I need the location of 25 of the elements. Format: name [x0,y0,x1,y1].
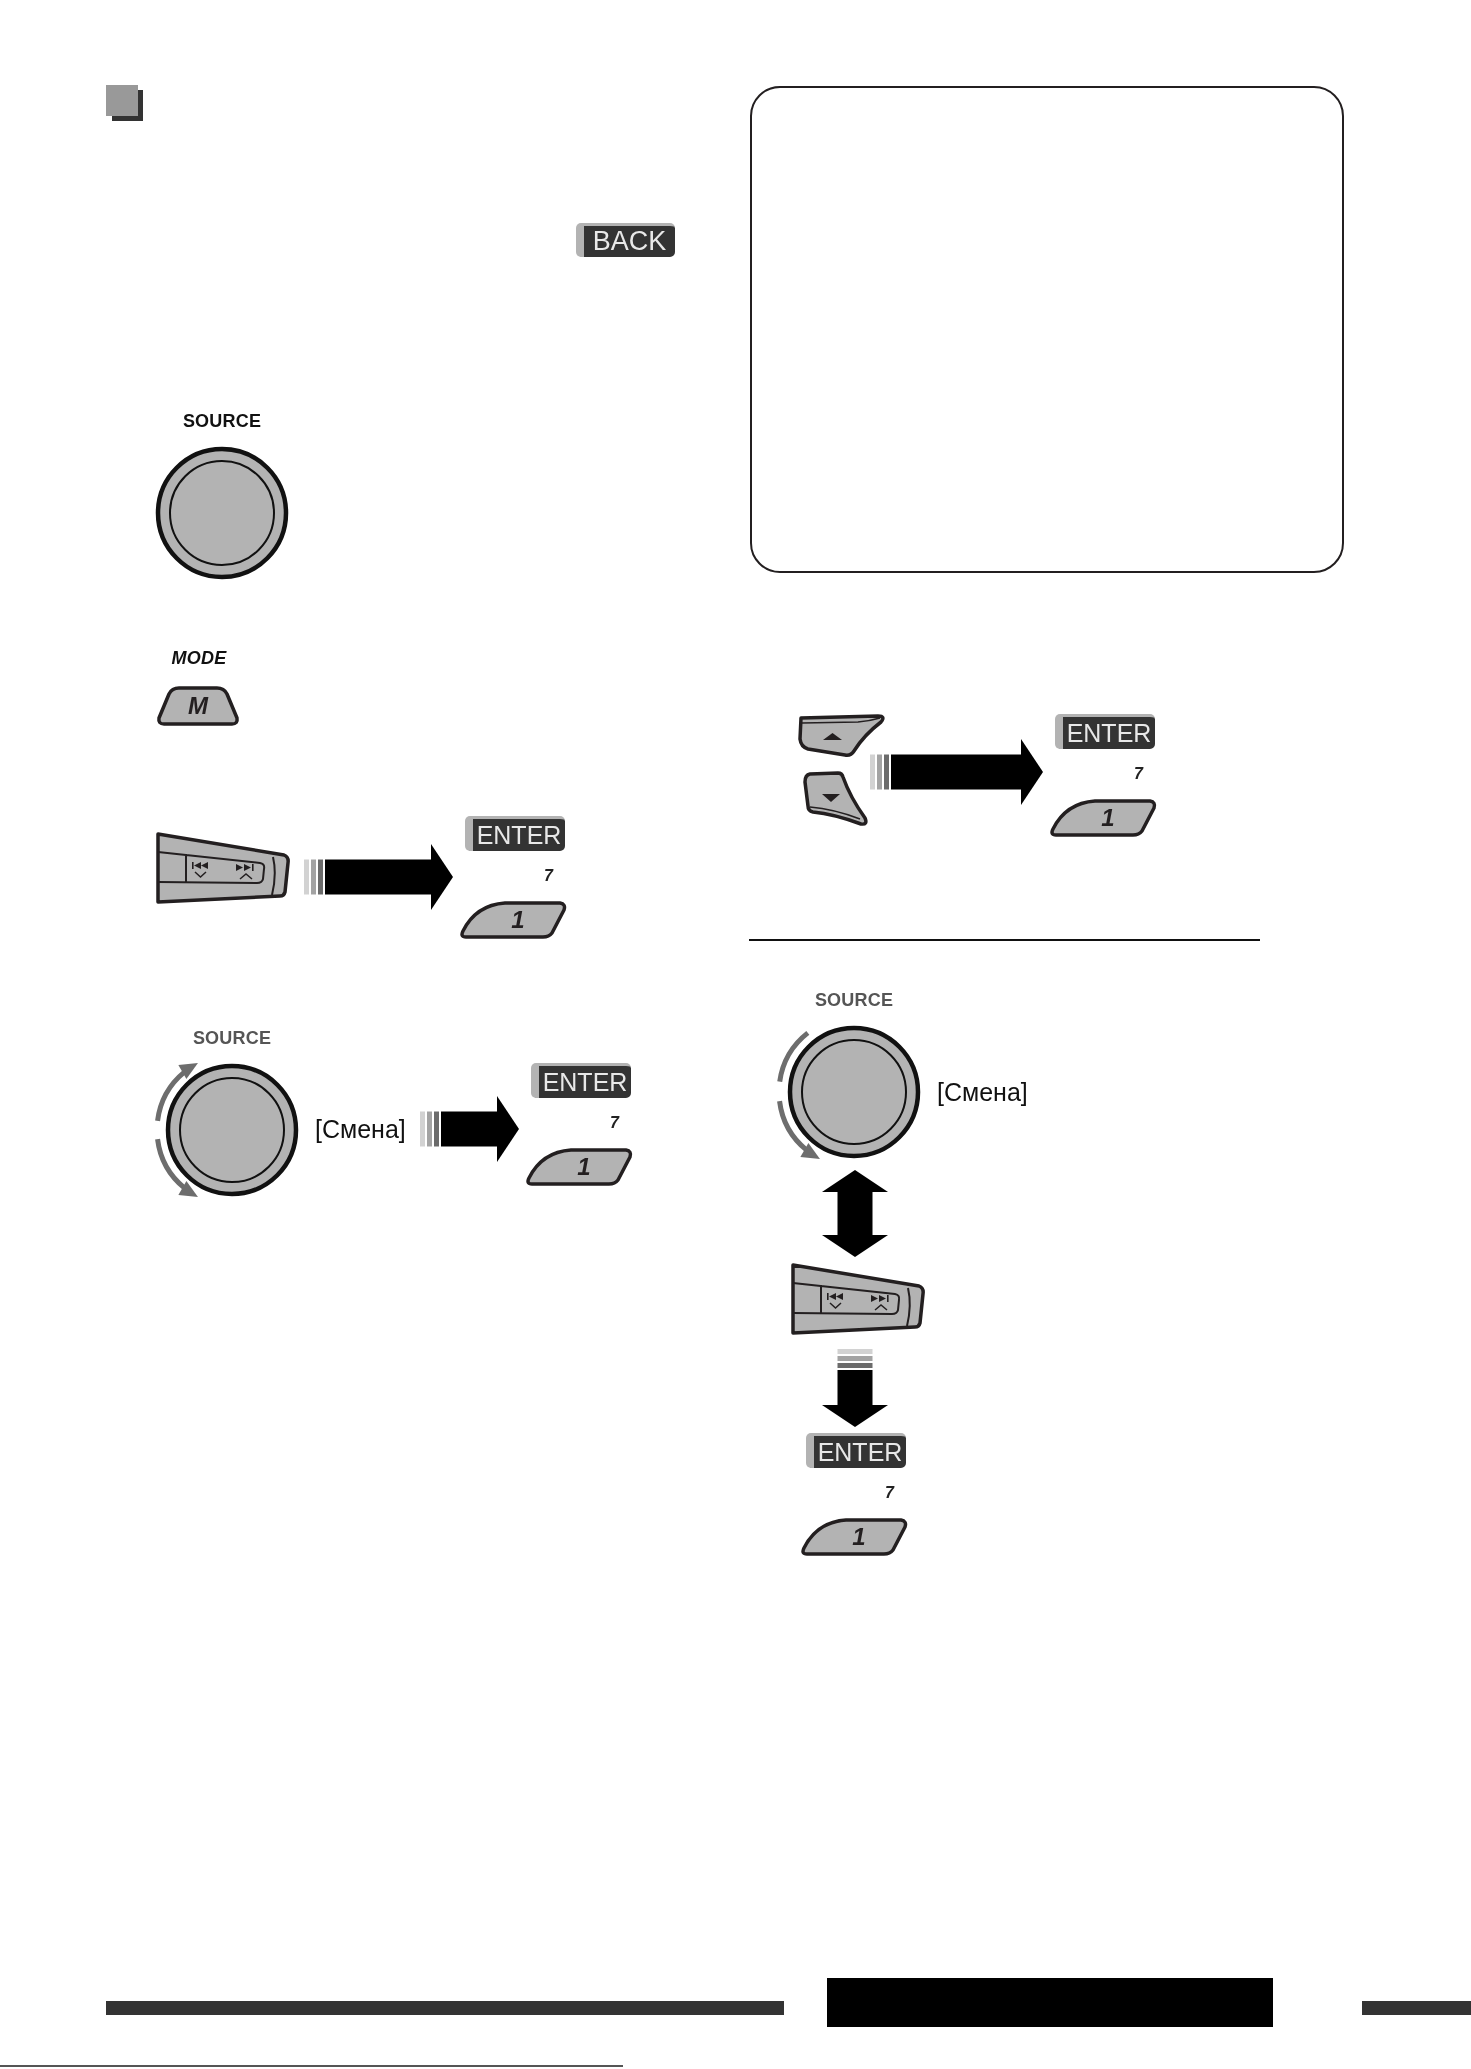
key-badge: ENTER [465,816,565,851]
arrow [304,844,453,910]
mode-button: M [156,685,240,727]
double-arrow [822,1170,888,1257]
note-panel [750,86,1344,573]
preset-button: 1 [800,1517,908,1557]
key-badge: ENTER [531,1063,631,1098]
preset-button: 1 [459,900,567,940]
preset-button: 1 [525,1147,633,1187]
button-label: MODE [171,648,227,669]
secondary-number: 7 [544,868,553,884]
knob-label: SOURCE [182,411,262,432]
knob-caption: [Смена] [315,1114,406,1144]
key-badge: ENTER [806,1433,906,1468]
secondary-number: 7 [885,1485,894,1501]
secondary-number: 7 [1134,766,1143,782]
knob-label: SOURCE [814,990,894,1011]
knob-caption: [Смена] [937,1077,1028,1107]
knob-label: SOURCE [192,1028,272,1049]
key-badge: ENTER [1055,714,1155,749]
arrow [822,1349,888,1427]
key-badge: BACK [576,223,675,257]
secondary-number: 7 [610,1115,619,1131]
arrow [419,1096,519,1162]
preset-button: 1 [1049,798,1157,838]
